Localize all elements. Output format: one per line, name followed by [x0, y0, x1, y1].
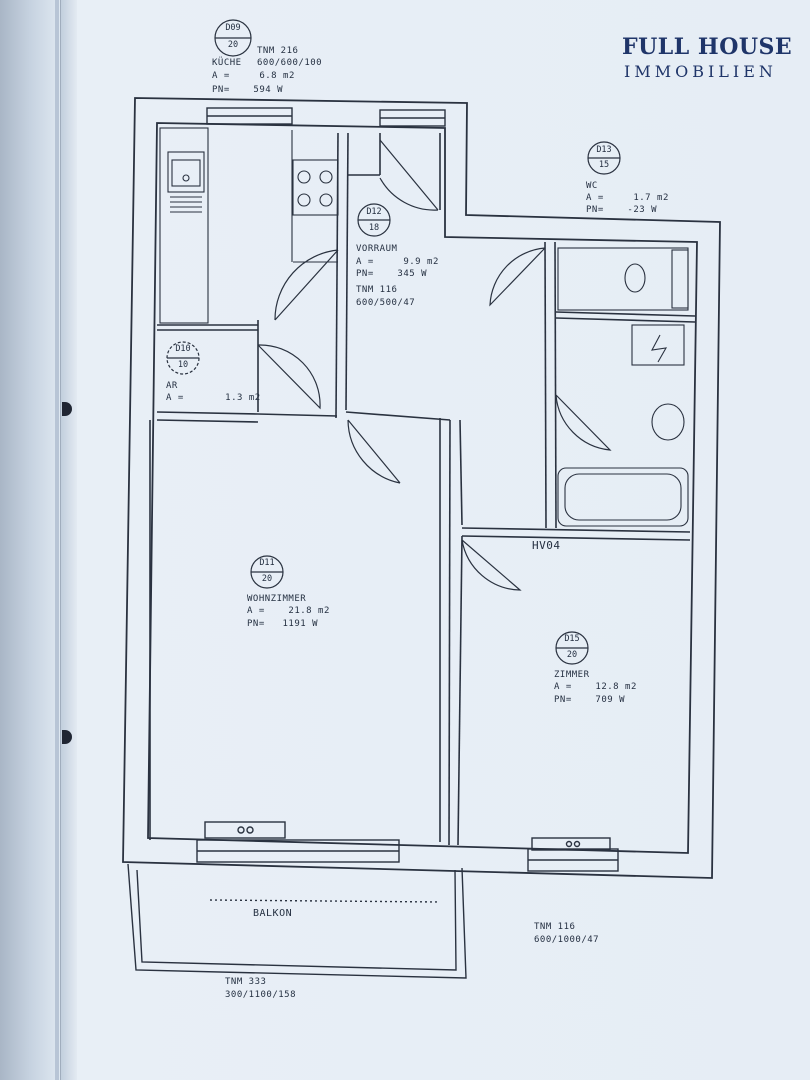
room-num-wohnzimmer: 20	[261, 574, 273, 584]
balcony-outline	[127, 863, 467, 979]
room-area-zimmer: A = 12.8 m2	[554, 682, 637, 692]
room-area-kueche: A = 6.8 m2	[212, 71, 295, 81]
room-name-vorraum: VORRAUM	[356, 244, 398, 254]
room-code-wohnzimmer: D11	[259, 558, 275, 568]
tnm-right: TNM 116	[534, 922, 576, 932]
room-num-wc: 15	[598, 160, 610, 170]
room-code-ar: D10	[175, 344, 191, 354]
binder-edge	[60, 0, 77, 1080]
punch-hole	[62, 730, 72, 744]
room-pn-vorraum: PN= 345 W	[356, 269, 428, 279]
tnm-right-dims: 600/1000/47	[534, 935, 600, 945]
room-pn-wohnzimmer: PN= 1191 W	[247, 619, 319, 629]
room-pn-wc: PN= -23 W	[586, 205, 658, 215]
room-name-zimmer: ZIMMER	[554, 670, 590, 680]
room-num-zimmer: 20	[566, 650, 578, 660]
tnm-dims-kueche: 600/600/100	[257, 58, 323, 68]
paper-fold	[55, 0, 59, 1080]
room-name-wc: WC	[586, 181, 598, 191]
room-code-zimmer: D15	[564, 634, 580, 644]
room-name-kueche: KÜCHE	[212, 58, 242, 68]
logo-subtitle: IMMOBILIEN	[624, 62, 777, 81]
room-pn-kueche: PN= 594 W	[212, 85, 284, 95]
tnm-bottom: TNM 333	[225, 977, 267, 987]
tnm-vorraum: TNM 116	[356, 285, 398, 295]
room-code-kueche: D09	[225, 23, 241, 33]
room-code-wc: D13	[596, 145, 612, 155]
room-num-ar: 10	[177, 360, 189, 370]
hv-label: HV04	[532, 539, 561, 552]
kitchen-fixtures	[159, 127, 339, 324]
room-area-ar: A = 1.3 m2	[166, 393, 261, 403]
balkon-label: BALKON	[253, 908, 293, 919]
windows	[196, 107, 619, 872]
room-area-vorraum: A = 9.9 m2	[356, 257, 439, 267]
punch-hole	[62, 402, 72, 416]
room-num-kueche: 20	[227, 40, 239, 50]
room-tags	[166, 19, 621, 665]
outer-walls	[122, 97, 721, 879]
tnm-dims-vorraum: 600/500/47	[356, 298, 416, 308]
logo-title: FULL HOUSE	[622, 34, 793, 60]
bathroom-fixtures	[557, 247, 689, 527]
room-code-vorraum: D12	[366, 207, 382, 217]
room-name-ar: AR	[166, 381, 178, 391]
interior-walls	[149, 132, 696, 846]
room-num-vorraum: 18	[368, 223, 380, 233]
room-pn-zimmer: PN= 709 W	[554, 695, 626, 705]
doors	[257, 139, 612, 591]
tnm-bottom-dims: 300/1100/158	[225, 990, 297, 1000]
tnm-kueche: TNM 216	[257, 46, 299, 56]
room-area-wohnzimmer: A = 21.8 m2	[247, 606, 330, 616]
room-name-wohnzimmer: WOHNZIMMER	[247, 594, 307, 604]
room-area-wc: A = 1.7 m2	[586, 193, 669, 203]
